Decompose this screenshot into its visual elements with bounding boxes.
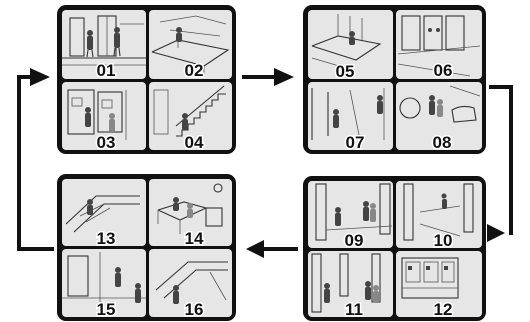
camera-number-label: 09 bbox=[345, 231, 364, 250]
sequence-arrow-right-top bbox=[242, 68, 294, 86]
camera-number-label: 07 bbox=[346, 133, 365, 152]
camera-number-label: 03 bbox=[97, 133, 116, 152]
sequence-arrow-up-left bbox=[17, 68, 54, 251]
monitor-group-4: 13 14 bbox=[57, 174, 236, 321]
camera-tile-05[interactable]: 05 bbox=[308, 10, 393, 81]
camera-tile-11[interactable]: 11 bbox=[308, 251, 393, 319]
camera-number-label: 16 bbox=[185, 300, 204, 319]
camera-tile-10[interactable]: 10 bbox=[396, 181, 482, 250]
camera-number-label: 05 bbox=[336, 62, 355, 81]
camera-number-label: 04 bbox=[185, 133, 204, 152]
monitor-group-3: 09 10 bbox=[303, 176, 486, 321]
camera-number-label: 06 bbox=[434, 61, 453, 80]
camera-number-label: 02 bbox=[185, 61, 204, 80]
camera-tile-13[interactable]: 13 bbox=[62, 179, 146, 248]
camera-number-label: 14 bbox=[185, 229, 204, 248]
camera-tile-16[interactable]: 16 bbox=[149, 249, 232, 319]
sequence-arrow-left-bottom bbox=[246, 240, 298, 258]
camera-number-label: 08 bbox=[433, 133, 452, 152]
camera-tile-03[interactable]: 03 bbox=[62, 82, 146, 152]
camera-tile-01[interactable]: 01 bbox=[62, 10, 146, 80]
camera-tile-15[interactable]: 15 bbox=[62, 249, 146, 319]
camera-tile-08[interactable]: 08 bbox=[396, 82, 482, 152]
camera-tile-04[interactable]: 04 bbox=[149, 82, 232, 152]
camera-number-label: 13 bbox=[97, 229, 116, 248]
camera-tile-06[interactable]: 06 bbox=[396, 10, 482, 80]
camera-tile-09[interactable]: 09 bbox=[308, 181, 393, 250]
sequence-arrow-down-right bbox=[487, 85, 513, 242]
camera-tile-12[interactable]: 12 bbox=[396, 251, 482, 319]
camera-number-label: 12 bbox=[434, 300, 453, 319]
camera-tile-07[interactable]: 07 bbox=[308, 82, 393, 152]
camera-number-label: 15 bbox=[97, 300, 116, 319]
monitor-group-2: 05 06 bbox=[303, 5, 486, 154]
monitor-group-1: 01 02 bbox=[57, 5, 236, 154]
camera-tile-14[interactable]: 14 bbox=[149, 179, 232, 248]
camera-number-label: 11 bbox=[345, 300, 363, 319]
camera-number-label: 01 bbox=[97, 61, 116, 80]
camera-tile-02[interactable]: 02 bbox=[149, 10, 232, 80]
camera-number-label: 10 bbox=[434, 231, 453, 250]
